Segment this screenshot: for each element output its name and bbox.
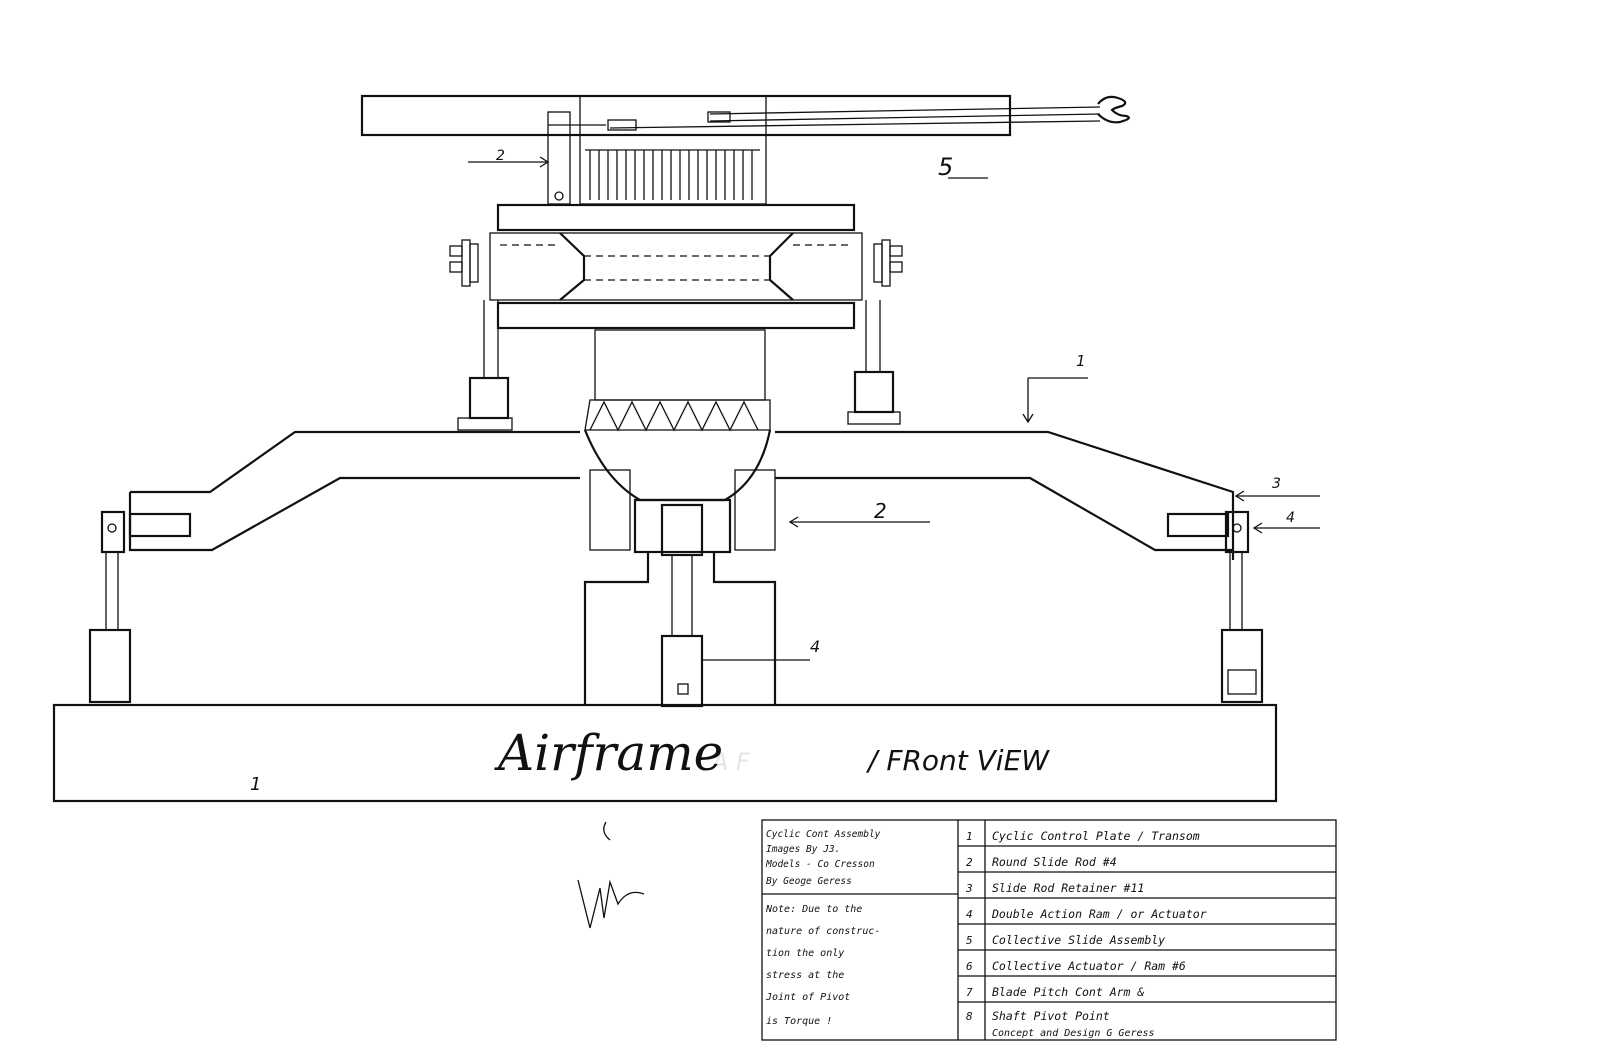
legend-note-line-6: is Torque ! [766,1016,832,1027]
legend-note-line-4: stress at the [766,970,844,981]
upper-swash-plate [449,203,903,330]
legend-num-5: 5 [966,934,973,947]
center-pedestal [583,503,810,708]
legend-item-3: Slide Rod Retainer #11 [992,881,1144,895]
legend-num-3: 3 [965,882,973,895]
actuator-right-upper [847,300,901,425]
legend-note-line-5: Joint of Pivot [765,992,850,1003]
callout-2-mid: 2 [874,499,887,523]
title-sub-text: / FRont ViEW [865,744,1050,777]
legend-item-2: Round Slide Rod #4 [992,855,1117,869]
legend-num-6: 6 [966,960,973,973]
callout-4-mid: 4 [810,637,820,656]
legend-note-line-2: nature of construc- [766,926,880,937]
legend-credit-line-2: Images By J3. [766,844,840,855]
left-bolt-stack [449,239,479,287]
ribbed-block [585,149,760,200]
callout-1-right: 1 [1076,352,1086,370]
legend-item-4: Double Action Ram / or Actuator [991,907,1207,921]
right-bolt-stack [873,239,903,287]
actuator-left-lower [88,510,132,704]
callout-3: 3 [1272,476,1281,492]
airframe-beam [128,430,1235,560]
legend-note-line-1: Note: Due to the [765,904,862,915]
actuator-right-lower [1220,510,1264,704]
callout-4-right: 4 [1286,510,1295,526]
title-faded-text: A F [710,748,751,776]
legend-credit-line-4: By Geoge Geress [766,876,852,887]
signature-mark-icon [577,821,645,929]
legend-item-8: Shaft Pivot Point [992,1009,1110,1023]
legend-item-7: Blade Pitch Cont Arm & [992,985,1144,999]
legend-footer: Concept and Design G Geress [992,1028,1155,1039]
legend-num-7: 7 [966,986,973,999]
legend-num-8: 8 [966,1010,973,1023]
legend-num-4: 4 [966,908,973,921]
legend-item-6: Collective Actuator / Ram #6 [992,959,1186,973]
central-column [583,329,776,554]
legend-credit-line-3: Models - Co Cresson [765,859,875,870]
legend-item-5: Collective Slide Assembly [992,933,1165,947]
legend-table [761,819,1337,1041]
actuator-left-upper [457,300,513,431]
callout-1-base: 1 [250,774,261,795]
legend-num-2: 2 [966,856,973,869]
legend-credit-line-1: Cyclic Cont Assembly [766,829,881,840]
callout-5: 5 [938,153,953,181]
base-airframe-block [52,703,1278,803]
callout-arrows [468,156,1320,534]
legend-num-1: 1 [966,830,973,843]
legend-item-1: Cyclic Control Plate / Transom [992,829,1200,843]
collective-slide-assembly [360,94,1101,205]
callout-2-top: 2 [496,148,505,164]
legend-note-line-3: tion the only [766,948,844,959]
clamp-jaw-icon [1097,95,1131,124]
title-script-word: Airframe [494,724,723,782]
